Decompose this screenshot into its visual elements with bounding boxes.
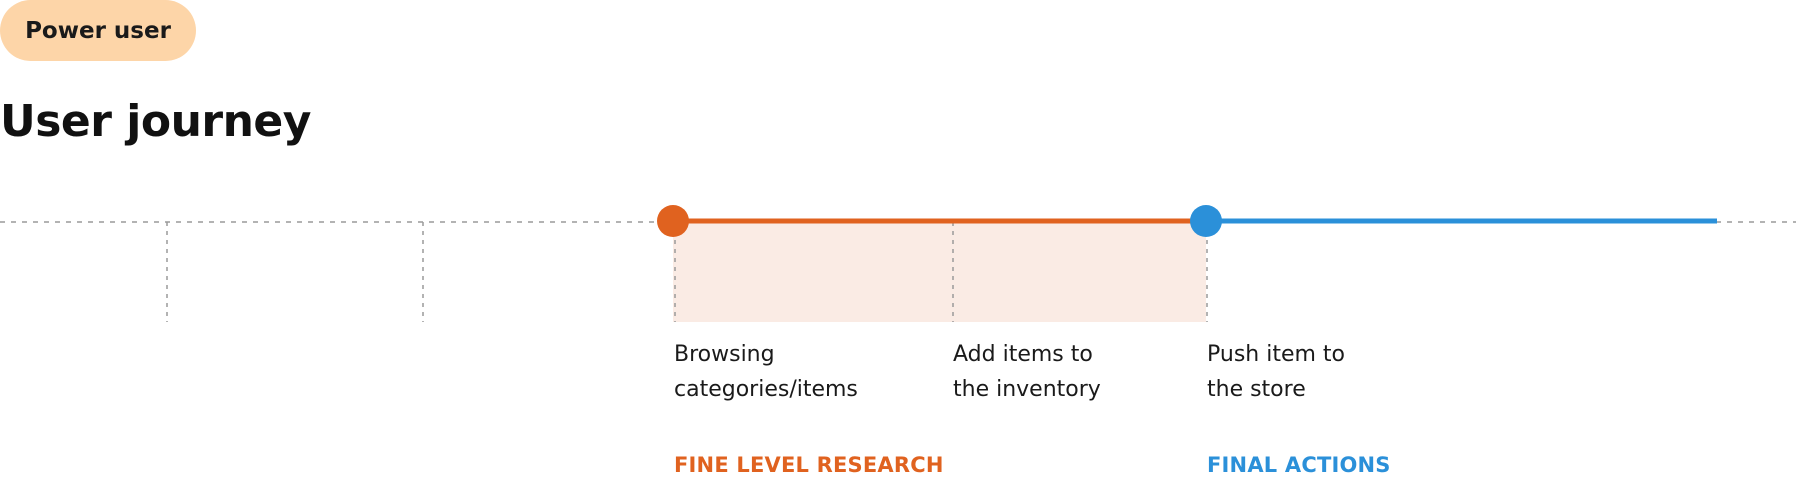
step-label-line: categories/items: [674, 377, 858, 402]
step-label-line: Browsing: [674, 342, 775, 367]
step-label-line: the store: [1207, 377, 1306, 402]
page-title: User journey: [0, 96, 311, 147]
phase-label-research: FINE LEVEL RESEARCH: [674, 453, 944, 477]
step-label-line: the inventory: [953, 377, 1101, 402]
final-phase-marker: [1190, 205, 1222, 237]
step-label-line: Add items to: [953, 342, 1093, 367]
step-add-items: Add items to the inventory: [953, 337, 1101, 407]
step-browsing: Browsing categories/items: [674, 337, 858, 407]
persona-label: Power user: [25, 17, 171, 44]
persona-badge: Power user: [0, 0, 196, 61]
phase-label-final: FINAL ACTIONS: [1207, 453, 1391, 477]
step-push-item: Push item to the store: [1207, 337, 1345, 407]
research-phase-marker: [657, 205, 689, 237]
research-phase-region: [673, 222, 1206, 322]
step-label-line: Push item to: [1207, 342, 1346, 367]
